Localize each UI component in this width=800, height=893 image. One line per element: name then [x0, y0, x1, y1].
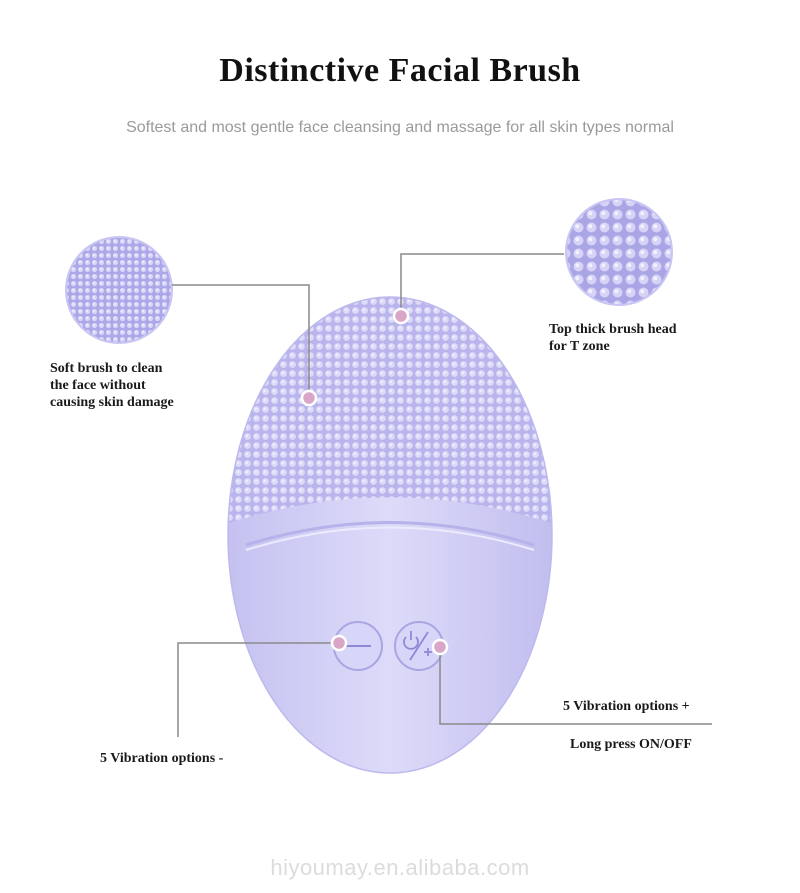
power-plus-icon [403, 631, 432, 661]
callout-power: Long press ON/OFF [570, 737, 692, 752]
callout-vibration-minus: 5 Vibration options - [100, 751, 224, 766]
zoom-circle-soft-brush [65, 236, 173, 344]
callout-vibration-plus: 5 Vibration options + [563, 699, 690, 714]
marker-minus [330, 634, 348, 652]
callout-top-head-line-2: for T zone [549, 339, 610, 354]
facial-brush-device [227, 296, 553, 774]
page-subtitle: Softest and most gentle face cleansing a… [126, 119, 674, 136]
callout-top-head: Top thick brush head for T zone [549, 321, 749, 355]
zoom-circle-top-head [565, 198, 673, 306]
callout-markers [300, 307, 449, 656]
leader-lines [172, 253, 712, 737]
callout-soft-brush-line-2: the face without [50, 378, 146, 393]
page-title: Distinctive Facial Brush [219, 52, 581, 89]
callout-soft-brush-line-3: causing skin damage [50, 395, 174, 410]
watermark: hiyoumay.en.alibaba.com [270, 855, 530, 880]
callout-top-head-line-1: Top thick brush head [549, 322, 677, 337]
marker-soft-brush [300, 389, 318, 407]
callout-soft-brush: Soft brush to clean the face without cau… [50, 360, 220, 411]
marker-plus [431, 638, 449, 656]
marker-top-head [392, 307, 410, 325]
power-plus-button[interactable] [394, 621, 444, 671]
callout-soft-brush-line-1: Soft brush to clean [50, 361, 163, 376]
